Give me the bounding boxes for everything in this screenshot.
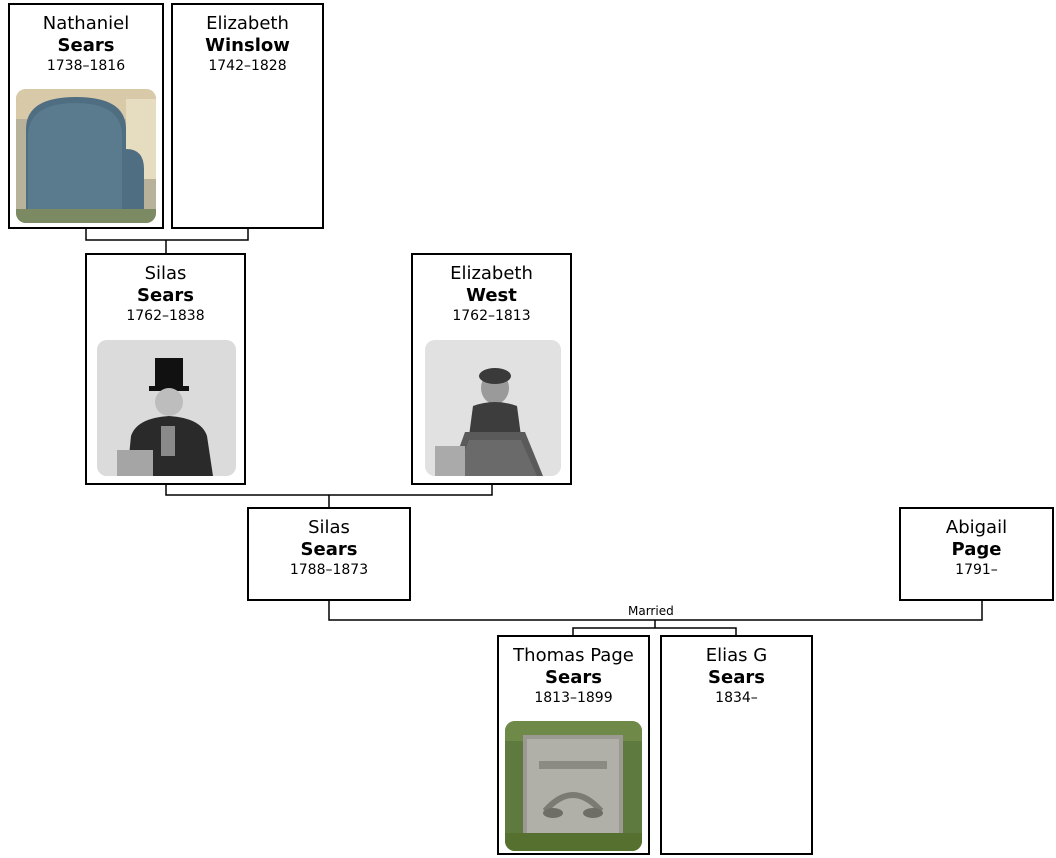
person-card-abigail-page[interactable]: Abigail Page 1791– [899, 507, 1054, 601]
given-name: Elias G [705, 645, 768, 666]
life-dates: 1762–1838 [126, 308, 205, 324]
life-dates: 1742–1828 [208, 58, 287, 74]
person-card-elizabeth-west[interactable]: Elizabeth West 1762–1813 [411, 253, 572, 485]
marriage-label: Married [628, 604, 674, 618]
gravestone-photo [505, 721, 642, 851]
surname: Winslow [205, 35, 290, 56]
person-card-elias-g-sears[interactable]: Elias G Sears 1834– [660, 635, 813, 855]
person-card-silas-sears-1788[interactable]: Silas Sears 1788–1873 [247, 507, 411, 601]
given-name: Nathaniel [42, 13, 130, 34]
person-card-silas-sears-1762[interactable]: Silas Sears 1762–1838 [85, 253, 246, 485]
life-dates: 1788–1873 [289, 562, 369, 578]
surname: Sears [57, 35, 115, 56]
life-dates: 1791– [955, 562, 998, 578]
life-dates: 1738–1816 [46, 58, 126, 74]
given-name: Thomas Page [513, 645, 634, 666]
surname: Page [951, 539, 1002, 560]
person-card-thomas-page-sears[interactable]: Thomas Page Sears 1813–1899 [497, 635, 650, 855]
given-name: Silas [144, 263, 187, 284]
life-dates: 1762–1813 [452, 308, 531, 324]
portrait-photo [97, 340, 236, 476]
surname: Sears [708, 667, 765, 688]
surname: Sears [137, 285, 194, 306]
given-name: Elizabeth [450, 263, 533, 284]
portrait-photo [425, 340, 561, 476]
life-dates: 1813–1899 [534, 690, 613, 706]
surname: Sears [300, 539, 358, 560]
life-dates: 1834– [715, 690, 758, 706]
person-card-nathaniel-sears[interactable]: Nathaniel Sears 1738–1816 [8, 3, 164, 229]
given-name: Silas [308, 517, 350, 538]
person-card-elizabeth-winslow[interactable]: Elizabeth Winslow 1742–1828 [171, 3, 324, 229]
surname: West [466, 285, 517, 306]
surname: Sears [545, 667, 602, 688]
given-name: Elizabeth [206, 13, 289, 34]
gravestone-photo [16, 89, 156, 223]
given-name: Abigail [945, 517, 1008, 538]
